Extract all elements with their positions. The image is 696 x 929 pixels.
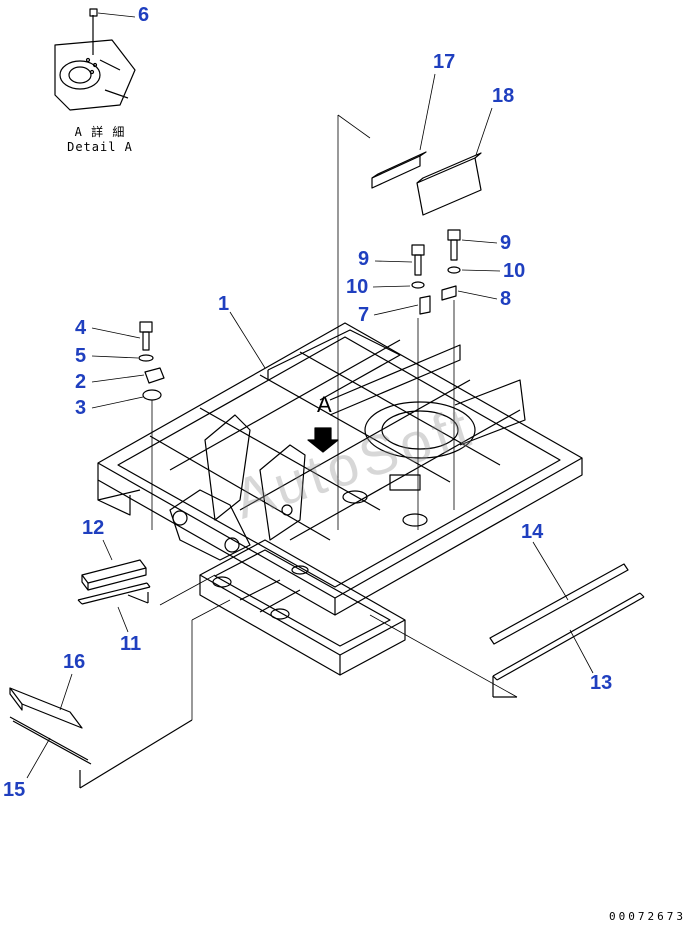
- callout-1: 1: [218, 293, 230, 315]
- part-18-plate: [416, 152, 482, 216]
- view-marker-a: A: [317, 392, 332, 417]
- main-frame: [97, 322, 583, 616]
- callout-14: 14: [521, 521, 544, 543]
- callout-7: 7: [358, 304, 370, 326]
- part-12-bar: [81, 559, 147, 591]
- callout-15: 15: [3, 779, 26, 801]
- under-cover-tray: [199, 539, 406, 676]
- callout-9-left: 9: [358, 248, 370, 270]
- part-11-strip: [77, 582, 151, 605]
- callout-leaders: [26, 12, 594, 779]
- callout-9-right: 9: [500, 232, 512, 254]
- detail-caption-jp: A 詳 細: [74, 125, 126, 139]
- callout-8: 8: [500, 288, 512, 310]
- part-14-bar: [489, 563, 629, 645]
- callout-18: 18: [492, 85, 515, 107]
- callout-5: 5: [75, 345, 87, 367]
- callout-6: 6: [138, 4, 150, 26]
- view-arrow-a: [307, 427, 339, 453]
- part-16-bar: [9, 687, 83, 729]
- part-13-strip: [492, 592, 645, 698]
- part-15-strip: [9, 716, 193, 789]
- callout-3: 3: [75, 397, 87, 419]
- projection-lines: [159, 574, 518, 720]
- callout-13: 13: [590, 672, 613, 694]
- detail-caption-en: Detail A: [67, 140, 133, 154]
- bolts-and-washers-right: [411, 229, 461, 315]
- bolts-and-washers-left: [138, 321, 165, 401]
- callout-12: 12: [82, 517, 105, 539]
- detail-a-inset: [54, 8, 136, 111]
- callout-10-right: 10: [503, 260, 526, 282]
- callout-10-left: 10: [346, 276, 369, 298]
- callout-16: 16: [63, 651, 86, 673]
- callout-17: 17: [433, 51, 456, 73]
- callout-4: 4: [75, 317, 87, 339]
- part-17-plate: [371, 151, 427, 189]
- document-number: 00072673: [609, 910, 686, 923]
- callout-11: 11: [120, 633, 142, 655]
- callout-2: 2: [75, 371, 87, 393]
